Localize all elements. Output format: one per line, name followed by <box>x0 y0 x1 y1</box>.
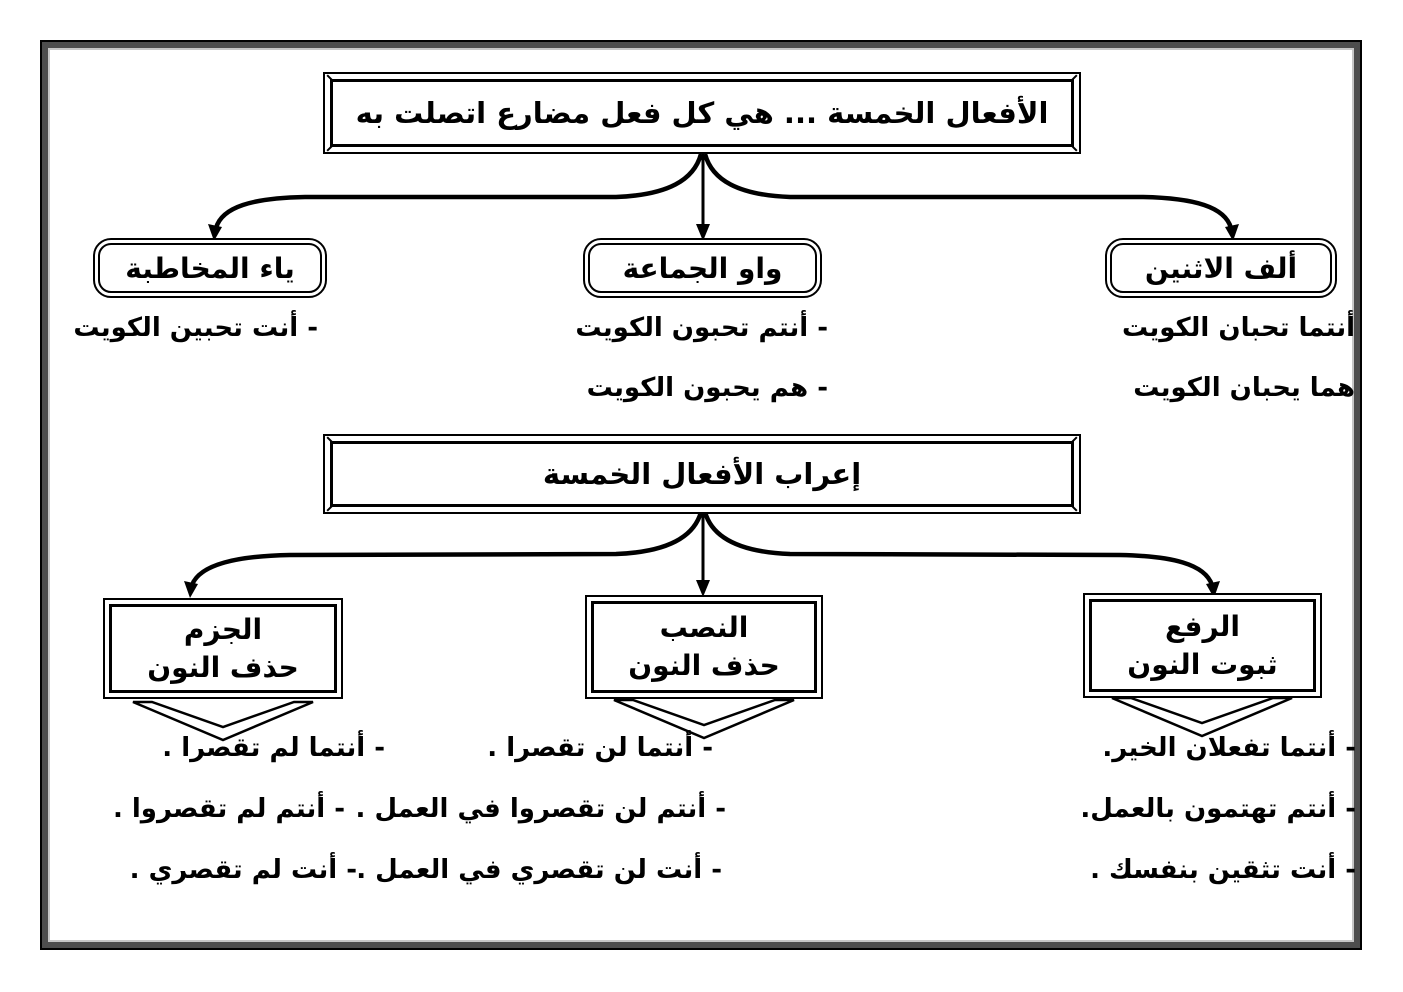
case-box-raf-name: الرفع <box>1165 609 1240 643</box>
arrow-left-curve-2 <box>189 511 704 587</box>
case-box-nasb-name: النصب <box>659 611 749 645</box>
connector-arrows-bottom <box>184 511 1220 598</box>
bevel-corner-icon <box>326 436 334 444</box>
bevel-corner-icon <box>326 74 334 82</box>
example-waw-1: - أنتم تحبون الكويت <box>575 313 828 343</box>
page-border-frame-inner <box>48 48 1354 942</box>
case-box-raf-sign: ثبوت النون <box>1127 647 1278 681</box>
arrow-right-head-2-icon <box>1206 581 1220 598</box>
page-border-frame-mid <box>42 42 1360 948</box>
arrow-left-head-2-icon <box>184 581 198 598</box>
pill-yaa-mukhataba-label: ياء المخاطبة <box>125 251 295 285</box>
bevel-corner-icon <box>1070 74 1078 82</box>
pill-alif-ithnayn-inner: ألف الاثنين <box>1110 243 1332 293</box>
pill-yaa-mukhataba-inner: ياء المخاطبة <box>98 243 322 293</box>
case-box-jazm-inner: الجزم حذف النون <box>109 604 337 693</box>
case-box-raf-inner: الرفع ثبوت النون <box>1089 599 1316 692</box>
title-box-five-verbs-text: الأفعال الخمسة ... هي كل فعل مضارع اتصلت… <box>355 96 1049 130</box>
pill-waw-jamaa: واو الجماعة <box>583 238 822 298</box>
pill-alif-ithnayn: ألف الاثنين <box>1105 238 1337 298</box>
chevron-down-arrow-icon <box>132 700 314 742</box>
arrow-right-curve-2 <box>702 511 1215 586</box>
example-yaa-1: - أنت تحبين الكويت <box>73 313 318 343</box>
chevron-down-arrow-icon <box>613 698 795 740</box>
chevron-down-arrow-icon <box>1111 696 1293 738</box>
example-jazm-2: - أنتم لم تقصروا . <box>112 794 345 824</box>
title-box-irab-inner: إعراب الأفعال الخمسة <box>326 436 1078 512</box>
example-alif-2: هما يحبان الكويت <box>1133 373 1355 403</box>
pill-waw-jamaa-label: واو الجماعة <box>622 251 783 285</box>
pill-alif-ithnayn-label: ألف الاثنين <box>1144 251 1298 285</box>
arrow-left-curve <box>213 153 704 229</box>
example-nasb-2: - أنتم لن تقصروا في العمل . <box>355 794 726 824</box>
arrow-right-head-icon <box>1225 224 1239 241</box>
example-jazm-1: - أنتما لم تقصرا . <box>162 733 385 763</box>
case-box-nasb: النصب حذف النون <box>585 595 823 699</box>
title-box-irab: إعراب الأفعال الخمسة <box>323 434 1081 514</box>
pill-yaa-mukhataba: ياء المخاطبة <box>93 238 327 298</box>
example-raf-3: - أنت تثقين بنفسك . <box>1090 855 1356 885</box>
case-box-jazm-name: الجزم <box>183 612 263 646</box>
case-box-jazm: الجزم حذف النون <box>103 598 343 699</box>
example-raf-1: - أنتما تفعلان الخير. <box>1102 733 1356 763</box>
bevel-corner-icon <box>1070 436 1078 444</box>
arrow-center-head-icon <box>696 224 710 241</box>
bevel-corner-icon <box>1070 504 1078 512</box>
bevel-corner-icon <box>1070 144 1078 152</box>
example-jazm-3: - أنت لم تقصري . <box>129 855 357 885</box>
connector-arrows-top <box>208 153 1239 241</box>
example-waw-2: - هم يحبون الكويت <box>586 373 828 403</box>
example-nasb-1: - أنتما لن تقصرا . <box>487 733 713 763</box>
title-box-five-verbs: الأفعال الخمسة ... هي كل فعل مضارع اتصلت… <box>323 72 1081 154</box>
pill-waw-jamaa-inner: واو الجماعة <box>588 243 817 293</box>
arrow-center-head-2-icon <box>696 580 710 597</box>
case-box-jazm-sign: حذف النون <box>147 650 299 684</box>
case-box-nasb-inner: النصب حذف النون <box>591 601 817 693</box>
arrow-left-head-icon <box>208 224 222 241</box>
title-box-five-verbs-inner: الأفعال الخمسة ... هي كل فعل مضارع اتصلت… <box>326 74 1078 152</box>
example-nasb-3: - أنت لن تقصري في العمل . <box>356 855 722 885</box>
bevel-corner-icon <box>326 504 334 512</box>
bevel-corner-icon <box>326 144 334 152</box>
example-alif-1: أنتما تحبان الكويت <box>1121 313 1355 343</box>
title-box-irab-text: إعراب الأفعال الخمسة <box>542 457 862 491</box>
example-raf-2: - أنتم تهتمون بالعمل. <box>1080 794 1356 824</box>
arrow-right-curve <box>702 153 1234 229</box>
page-border-frame <box>40 40 1362 950</box>
case-box-nasb-sign: حذف النون <box>628 649 780 682</box>
case-box-raf: الرفع ثبوت النون <box>1083 593 1322 698</box>
